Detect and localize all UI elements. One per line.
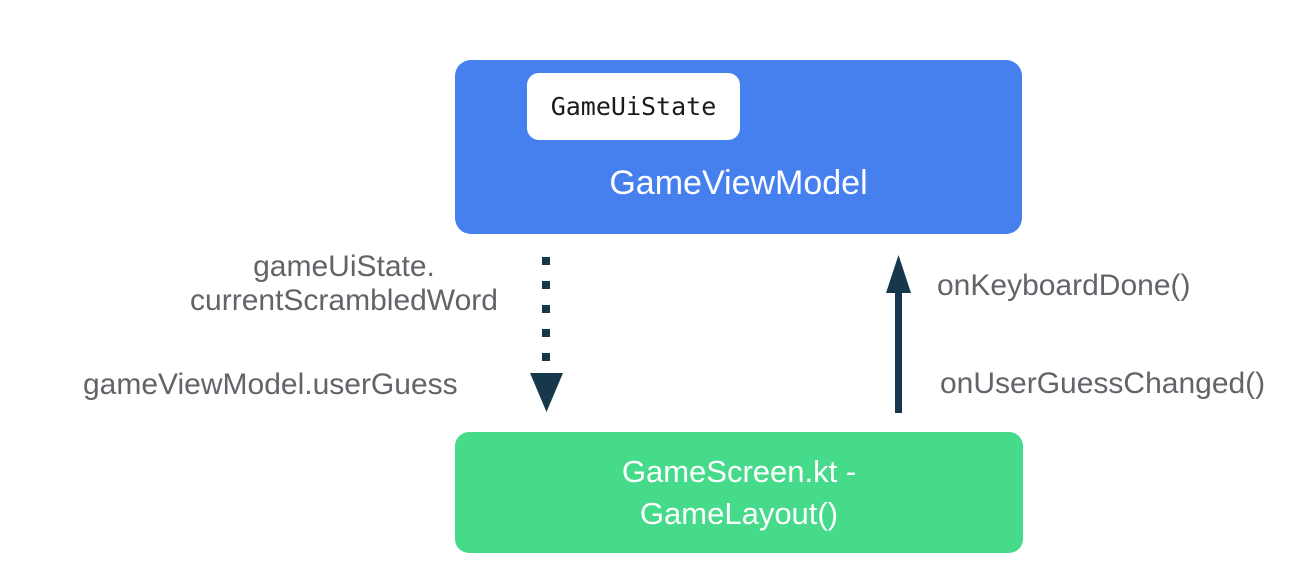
gameuistate-chip: GameUiState [527,73,740,140]
gameuistate-chip-label: GameUiState [550,92,717,121]
solid-up-arrow-icon [886,255,911,413]
gameviewmodel-title: GameViewModel [609,164,868,202]
gamescreen-title: GameScreen.kt - GameLayout() [621,453,857,531]
user-guess-label: gameViewModel.userGuess [83,368,458,401]
user-guess-changed-label: onUserGuessChanged() [940,367,1266,400]
state-flow-label: gameUiState. currentScrambledWord [190,250,498,317]
gamescreen-box: GameScreen.kt - GameLayout() [455,432,1023,553]
keyboard-done-label: onKeyboardDone() [937,269,1191,302]
